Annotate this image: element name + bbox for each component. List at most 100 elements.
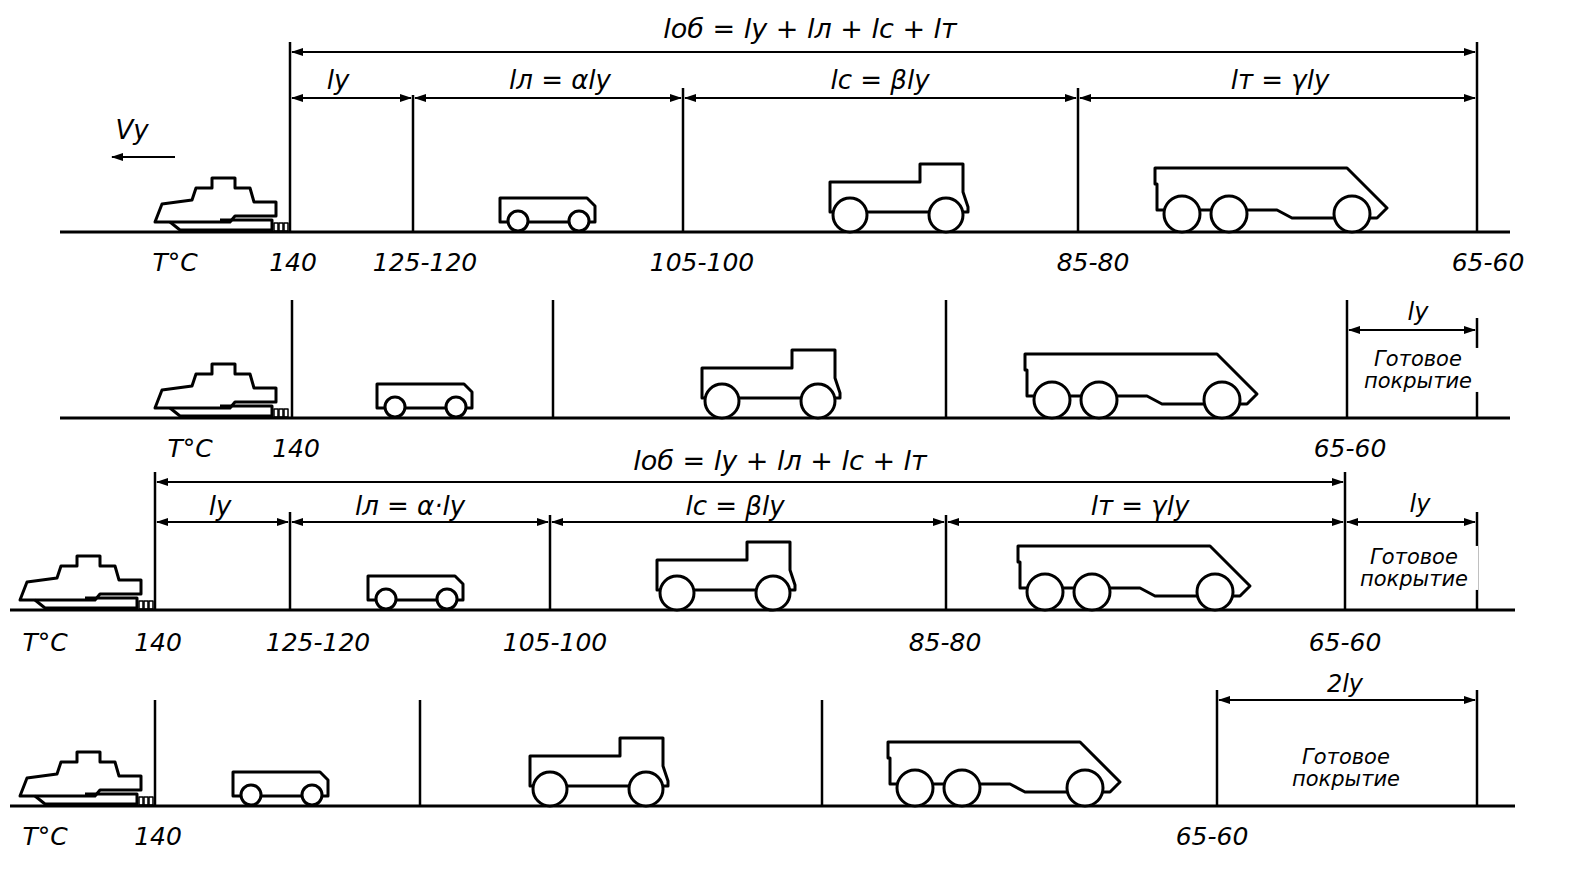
- wheel: [1081, 382, 1117, 418]
- dimension-label: Готовое покрытие: [1282, 746, 1410, 790]
- dimension-label: 65-60: [1449, 250, 1528, 275]
- dimension-label: 2lу: [1324, 672, 1366, 696]
- dimension-label: 85-80: [906, 630, 985, 655]
- line: [1476, 690, 1479, 806]
- dimension-label: lоб = lу + lл + lс + lт: [630, 447, 930, 474]
- wheel: [241, 785, 261, 805]
- dimension-arrow: [157, 481, 1343, 483]
- wheel: [385, 397, 405, 417]
- line: [1344, 472, 1347, 610]
- dimension-label: 140: [131, 824, 185, 849]
- line: [945, 515, 948, 610]
- wheel: [1211, 196, 1247, 232]
- line: [945, 300, 948, 418]
- wheel: [1067, 770, 1103, 806]
- dimension-label: Vу: [112, 117, 151, 143]
- wheel: [1034, 382, 1070, 418]
- wheel: [437, 589, 457, 609]
- wheel: [508, 211, 528, 231]
- screed: [139, 601, 143, 609]
- wheel: [629, 772, 663, 806]
- dimension-label: 140: [131, 630, 185, 655]
- wheel: [446, 397, 466, 417]
- screed: [284, 409, 288, 417]
- paver-track: [170, 220, 272, 230]
- asphalt-paver: [155, 178, 276, 222]
- paver-track: [35, 794, 137, 804]
- dimension-arrow: [1349, 329, 1475, 331]
- wheel: [569, 211, 589, 231]
- dimension-label: 85-80: [1054, 250, 1133, 275]
- line: [821, 700, 824, 806]
- asphalt-paver: [20, 752, 141, 796]
- screed: [149, 601, 153, 609]
- screed: [149, 797, 153, 805]
- dimension-label: 125-120: [370, 250, 480, 275]
- screed: [144, 797, 148, 805]
- road-surface: [10, 805, 1515, 808]
- dimension-label: lс = βlу: [682, 493, 787, 519]
- dimension-arrow: [948, 521, 1343, 523]
- line: [291, 300, 294, 418]
- screed: [279, 409, 283, 417]
- dimension-arrow: [292, 51, 1475, 53]
- dimension-arrow: [1347, 521, 1475, 523]
- line: [1077, 88, 1080, 232]
- wheel: [533, 772, 567, 806]
- line: [1346, 300, 1349, 418]
- drawing: [10, 42, 1515, 806]
- screed: [279, 223, 283, 231]
- dimension-arrow: [685, 97, 1076, 99]
- dimension-label: 65-60: [1306, 630, 1385, 655]
- dimension-label: 65-60: [1311, 436, 1390, 461]
- wheel: [1074, 574, 1110, 610]
- dimension-label: lт = γlу: [1088, 493, 1193, 519]
- dimension-arrow: [1219, 699, 1475, 701]
- wheel: [376, 589, 396, 609]
- dimension-label: lоб = lу + lл + lс + lт: [660, 15, 960, 42]
- dimension-label: lу: [324, 67, 353, 93]
- dimension-arrow: [415, 97, 681, 99]
- dimension-label: 140: [269, 436, 323, 461]
- dimension-label: 140: [266, 250, 320, 275]
- dimension-label: lт = γlу: [1228, 67, 1333, 93]
- dimension-label: lл = α·lу: [352, 493, 468, 519]
- dimension-label: T°C: [149, 250, 200, 275]
- dimension-label: Готовое покрытие: [1350, 546, 1478, 590]
- dimension-arrow: [157, 521, 288, 523]
- wheel: [1027, 574, 1063, 610]
- asphalt-paver: [155, 364, 276, 408]
- line: [1476, 42, 1479, 232]
- dimension-label: lс = βlу: [827, 67, 932, 93]
- dimension-arrow: [292, 521, 548, 523]
- wheel: [705, 384, 739, 418]
- dimension-label: lу: [1407, 492, 1434, 516]
- wheel: [897, 770, 933, 806]
- wheel: [1204, 382, 1240, 418]
- dimension-label: T°C: [164, 436, 215, 461]
- line: [549, 515, 552, 610]
- dimension-label: T°C: [19, 824, 70, 849]
- wheel: [944, 770, 980, 806]
- wheel: [929, 198, 963, 232]
- paver-track: [35, 598, 137, 608]
- wheel: [801, 384, 835, 418]
- line: [412, 95, 415, 232]
- screed: [274, 409, 278, 417]
- direction-arrow: [112, 156, 175, 158]
- line: [289, 42, 292, 232]
- dimension-label: Готовое покрытие: [1354, 348, 1482, 392]
- dimension-arrow: [292, 97, 411, 99]
- dimension-arrow: [552, 521, 944, 523]
- wheel: [302, 785, 322, 805]
- dimension-label: 125-120: [263, 630, 373, 655]
- screed: [274, 223, 278, 231]
- screed: [144, 601, 148, 609]
- wheel: [756, 576, 790, 610]
- dimension-label: lу: [1405, 300, 1432, 324]
- dimension-label: 105-100: [647, 250, 757, 275]
- wheel: [1334, 196, 1370, 232]
- dimension-label: lл = αlу: [506, 67, 614, 93]
- dimension-label: 105-100: [500, 630, 610, 655]
